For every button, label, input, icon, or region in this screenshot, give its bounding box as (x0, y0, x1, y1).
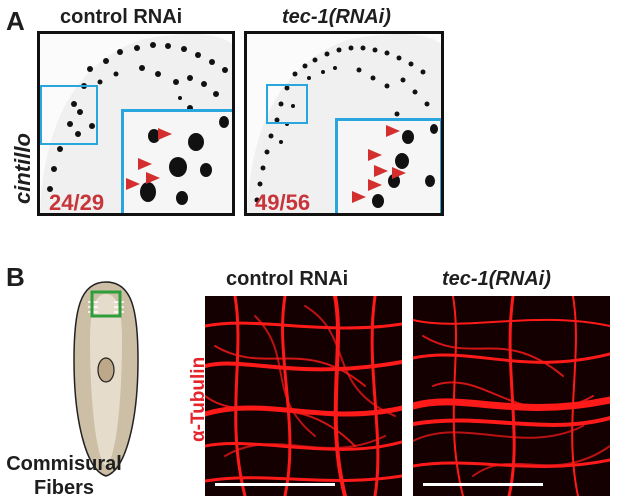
tubulin-control-fibers (205, 296, 402, 496)
cintillo-tec1-micrograph: 49/56 (244, 31, 444, 216)
caption-line-2: Fibers (33, 477, 95, 499)
tec1-zoom-inset (335, 118, 441, 213)
arrow-icons (126, 128, 172, 190)
control-roi-box (40, 85, 98, 145)
planarian-schematic-icon (73, 281, 139, 477)
tec1-roi-box (266, 84, 308, 124)
arrow-icons (352, 125, 406, 203)
panel-b-label: B (6, 262, 25, 292)
control-count: 24/29 (49, 190, 105, 215)
sensory-neuron-dots (254, 45, 430, 203)
sensory-neuron-dots (47, 42, 228, 192)
tubulin-control-micrograph (205, 296, 402, 496)
head-region-box (90, 290, 122, 318)
caption-line-1: Commisural (6, 453, 122, 475)
panel-a-title-control: control RNAi (60, 6, 183, 28)
commissural-fibers-caption: Commisural Fibers (0, 452, 128, 500)
cintillo-control-micrograph: 24/29 (37, 31, 235, 216)
tec1-scale-bar (423, 483, 543, 486)
control-inset-image (126, 116, 229, 205)
cintillo-stain-label: cintillo (10, 133, 35, 204)
panel-b-title-control: control RNAi (226, 268, 349, 290)
tubulin-tec1-micrograph (413, 296, 610, 496)
panel-b-title-tec1: tec-1(RNAi) (442, 268, 551, 290)
tubulin-tec1-fibers (413, 296, 610, 496)
tec1-inset-image (352, 124, 438, 208)
control-scale-bar (215, 483, 335, 486)
panel-a-title-tec1: tec-1(RNAi) (282, 6, 391, 28)
tec1-count: 49/56 (255, 190, 311, 215)
panel-a-label: A (6, 6, 25, 36)
control-zoom-inset (121, 109, 232, 213)
